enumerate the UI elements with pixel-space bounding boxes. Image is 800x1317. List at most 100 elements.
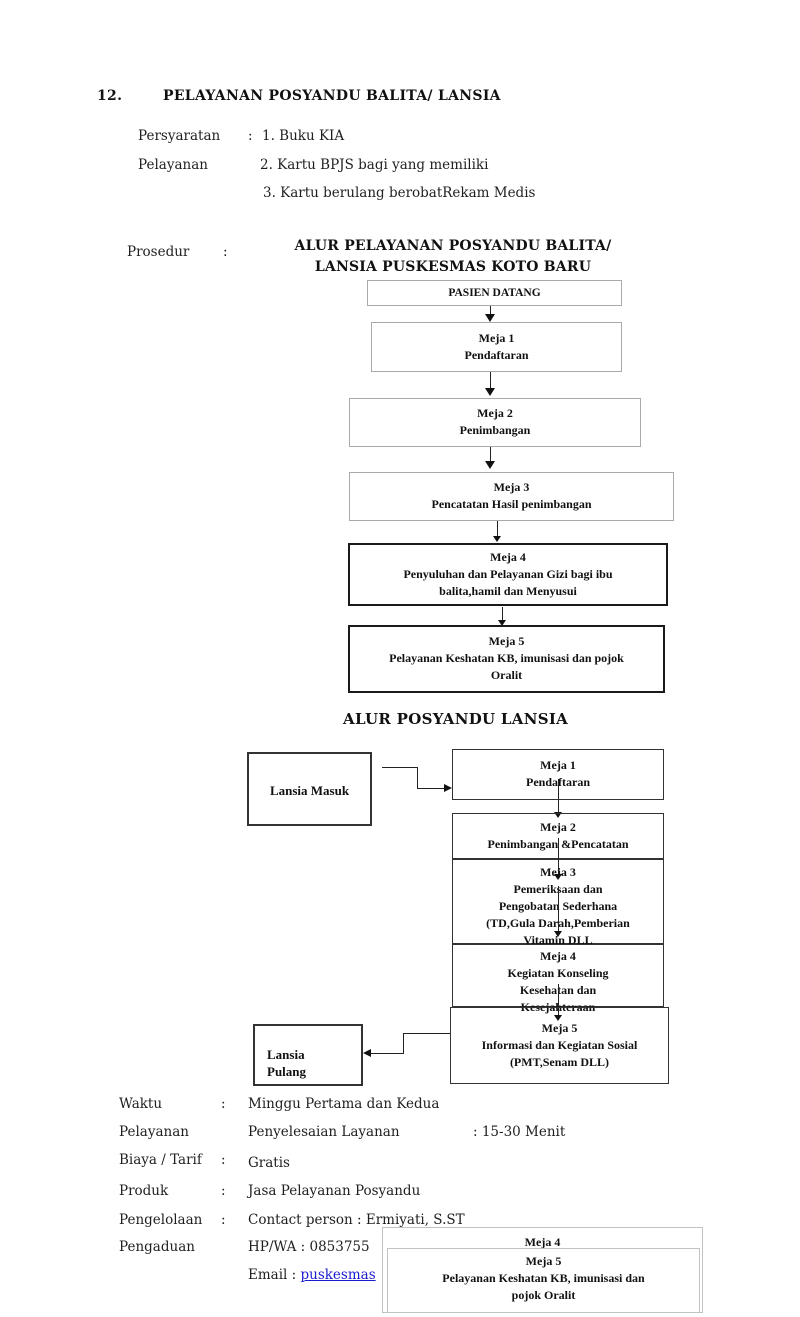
flow-node-line: Pulang (267, 1064, 307, 1079)
arrow-down-icon (485, 461, 495, 469)
pelayanan-value: Penyelesaian Layanan (248, 1124, 400, 1140)
flow-node-title: Meja 3 (540, 865, 576, 879)
flow-node-line: Lansia (267, 1047, 305, 1062)
arrow-down-icon (485, 314, 495, 322)
email-label: Email : (248, 1267, 297, 1283)
requirement-item-1: 1. Buku KIA (262, 128, 345, 144)
flow-node-line: Kegiatan Konseling (507, 966, 609, 980)
connector-line (558, 838, 559, 875)
flow-node-title: Meja 5 (488, 634, 525, 648)
produk-value: Jasa Pelayanan Posyandu (248, 1183, 421, 1199)
flow-node-line: balita,hamil dan Menyusui (439, 584, 577, 598)
flow-node-meja1-balita: Meja 1 Pendaftaran (371, 322, 622, 372)
flow-node-line: Pelayanan Keshatan KB, imunisasi dan poj… (389, 651, 624, 665)
flow-node-title: Meja 4 (540, 949, 576, 963)
procedure-colon: : (223, 244, 228, 260)
biaya-label: Biaya / Tarif (119, 1152, 202, 1168)
connector-line (382, 767, 418, 768)
biaya-colon: : (221, 1152, 226, 1168)
connector-line (490, 306, 491, 315)
connector-line (558, 886, 559, 932)
flow-node-subtitle: Pencatatan Hasil penimbangan (431, 497, 592, 511)
flow-node-subtitle: Pendaftaran (464, 348, 529, 362)
balita-chart-title: ALUR PELAYANAN POSYANDU BALITA/ LANSIA P… (283, 236, 623, 278)
flow-node-line: (PMT,Senam DLL) (509, 1055, 610, 1069)
flow-node-line: Kesehatan dan (519, 983, 597, 997)
connector-line (490, 447, 491, 462)
email-link[interactable]: puskesmas (300, 1267, 376, 1283)
connector-line (417, 788, 445, 789)
produk-label: Produk (119, 1183, 169, 1199)
arrow-down-icon (554, 931, 562, 937)
requirement-item-3: 3. Kartu berulang berobatRekam Medis (263, 185, 536, 201)
arrow-down-icon (498, 620, 506, 626)
flow-node-title: Meja 5 (525, 1254, 562, 1268)
connector-line (371, 1053, 403, 1054)
flow-node-title: Meja 2 (540, 820, 576, 834)
flow-node-meja2-balita: Meja 2 Penimbangan (349, 398, 641, 447)
connector-line (497, 521, 498, 537)
flow-node-line: Pelayanan Keshatan KB, imunisasi dan (442, 1271, 645, 1285)
flow-node-meja5-balita: Meja 5 Pelayanan Keshatan KB, imunisasi … (348, 625, 665, 693)
balita-chart-title-line1: ALUR PELAYANAN POSYANDU BALITA/ (294, 238, 612, 254)
flow-node-line: Vitamin DLL (523, 933, 593, 947)
connector-line (417, 767, 418, 788)
requirements-label-line1: Persyaratan (138, 128, 221, 144)
flow-node-line: Penyuluhan dan Pelayanan Gizi bagi ibu (403, 567, 613, 581)
pengelolaan-value: Contact person : Ermiyati, S.ST (248, 1212, 465, 1228)
connector-line (490, 372, 491, 388)
flow-node-title: Meja 1 (540, 758, 576, 772)
arrow-right-icon (444, 784, 452, 792)
flow-node-subtitle: Penimbangan (459, 423, 531, 437)
flow-node-pasien-datang: PASIEN DATANG (367, 280, 622, 306)
arrow-down-icon (554, 1015, 562, 1021)
requirements-label-line2: Pelayanan (138, 157, 208, 173)
flow-node-label: Lansia Masuk (269, 783, 350, 798)
waktu-value: Minggu Pertama dan Kedua (248, 1096, 440, 1112)
pengaduan-value: HP/WA : 0853755 (248, 1239, 370, 1255)
waktu-label: Waktu (119, 1096, 163, 1112)
biaya-value: Gratis (248, 1155, 290, 1171)
flow-node-title: Meja 2 (477, 406, 513, 420)
arrow-left-icon (363, 1049, 371, 1057)
pengaduan-label: Pengaduan (119, 1239, 195, 1255)
pengelolaan-colon: : (221, 1212, 226, 1228)
section-number: 12. (97, 88, 123, 104)
flow-node-line: Oralit (490, 668, 523, 682)
email-row: Email : puskesmas (248, 1266, 376, 1284)
flow-node-title: Meja 3 (493, 480, 530, 494)
pelayanan-duration: : 15-30 Menit (473, 1124, 566, 1140)
flow-node-meja3-balita: Meja 3 Pencatatan Hasil penimbangan (349, 472, 674, 521)
pelayanan-label: Pelayanan (119, 1124, 189, 1140)
flow-node-title: Meja 1 (478, 331, 515, 345)
connector-line (558, 984, 559, 1016)
flow-node-title: Meja 5 (541, 1021, 578, 1035)
requirement-item-2: 2. Kartu BPJS bagi yang memiliki (260, 157, 489, 173)
overlay-box-meja5: Meja 5 Pelayanan Keshatan KB, imunisasi … (387, 1248, 700, 1313)
flow-node-line: Pemeriksaan dan (513, 882, 603, 896)
pengelolaan-label: Pengelolaan (119, 1212, 203, 1228)
arrow-down-icon (554, 812, 562, 818)
requirements-colon: : (248, 128, 253, 144)
flow-node-meja3-lansia: Meja 3 Pemeriksaan dan Pengobatan Sederh… (452, 859, 664, 947)
produk-colon: : (221, 1183, 226, 1199)
page-title: PELAYANAN POSYANDU BALITA/ LANSIA (163, 88, 501, 104)
waktu-colon: : (221, 1096, 226, 1112)
connector-line (403, 1033, 404, 1054)
flow-node-line: (TD,Gula Darah,Pemberian (486, 916, 630, 930)
connector-line (502, 607, 503, 621)
connector-line (558, 779, 559, 813)
arrow-down-icon (493, 536, 501, 542)
arrow-down-icon (554, 874, 562, 880)
flow-node-line: Pengobatan Sederhana (498, 899, 618, 913)
flow-node-line: Informasi dan Kegiatan Sosial (481, 1038, 638, 1052)
flow-node-line: pojok Oralit (511, 1288, 576, 1302)
flow-node-title: Meja 4 (524, 1235, 561, 1249)
lansia-chart-title: ALUR POSYANDU LANSIA (343, 710, 569, 728)
flow-node-title: Meja 4 (490, 550, 526, 564)
balita-chart-title-line2: LANSIA PUSKESMAS KOTO BARU (314, 259, 592, 275)
flow-node-lansia-pulang: Lansia Pulang (253, 1024, 363, 1086)
flow-node-meja5-lansia: Meja 5 Informasi dan Kegiatan Sosial (PM… (450, 1007, 669, 1084)
procedure-label: Prosedur (127, 244, 190, 260)
